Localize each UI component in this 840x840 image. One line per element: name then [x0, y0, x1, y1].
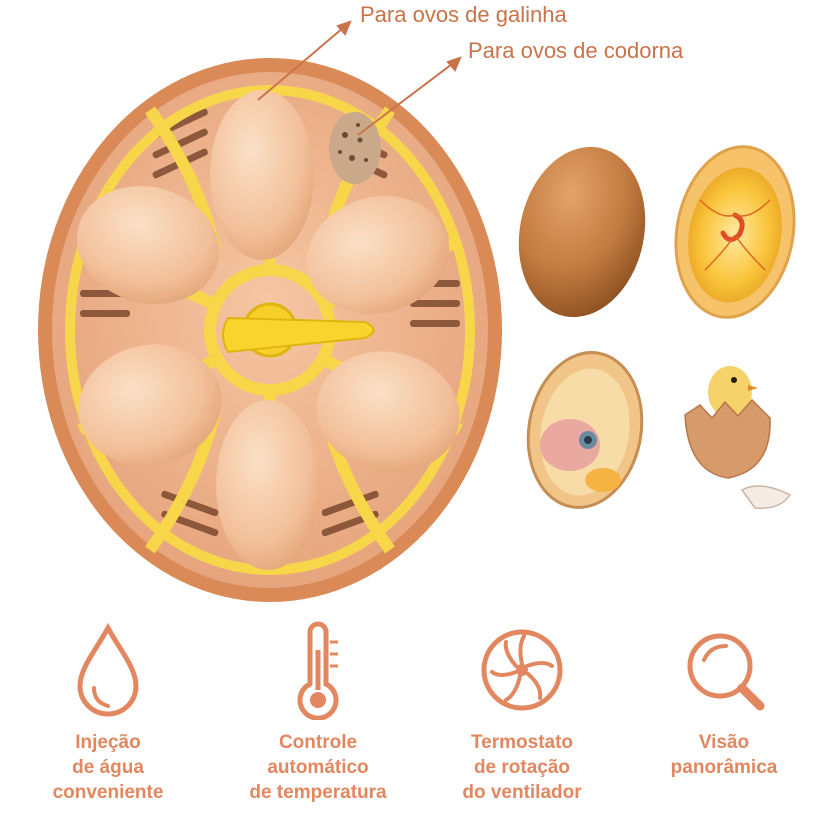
hatched-chick-icon	[684, 366, 792, 509]
egg-top-left	[76, 185, 220, 305]
late-embryo-icon	[526, 351, 644, 509]
callout-arrows	[257, 20, 462, 136]
water-drop-icon	[58, 620, 158, 720]
egg-top-right	[306, 195, 450, 315]
egg-bottom-right	[316, 351, 460, 473]
panoramic-view-icon	[674, 620, 774, 720]
feature-label: Visão panorâmica	[670, 732, 778, 778]
feature-temperature-control: Controle automático de temperatura	[218, 620, 418, 805]
feature-water-injection: Injeção de água conveniente	[8, 620, 208, 805]
early-embryo-icon	[674, 145, 796, 319]
egg-bottom	[216, 400, 320, 570]
callout-quail-eggs: Para ovos de codorna	[468, 38, 684, 63]
egg-shell-icon	[518, 146, 646, 318]
feature-fan-thermostat: Termostato de rotação do ventilador	[422, 620, 622, 805]
feature-label: Controle automático de temperatura	[249, 732, 387, 803]
incubator-scene	[38, 20, 796, 602]
feature-label: Termostato de rotação do ventilador	[462, 732, 582, 803]
callout-chicken-eggs: Para ovos de galinha	[360, 2, 567, 27]
thermometer-icon	[268, 620, 368, 721]
fan-icon	[472, 620, 572, 720]
product-illustration: Para ovos de galinha Para ovos de codorn…	[38, 2, 796, 602]
chicken-eggs	[76, 90, 460, 570]
feature-label: Injeção de água conveniente	[52, 732, 164, 803]
egg-bottom-left	[78, 344, 222, 466]
feature-panoramic-view: Visão panorâmica	[624, 620, 824, 780]
tray-handle	[222, 302, 375, 358]
quail-egg	[329, 112, 381, 184]
egg-top	[210, 90, 314, 260]
